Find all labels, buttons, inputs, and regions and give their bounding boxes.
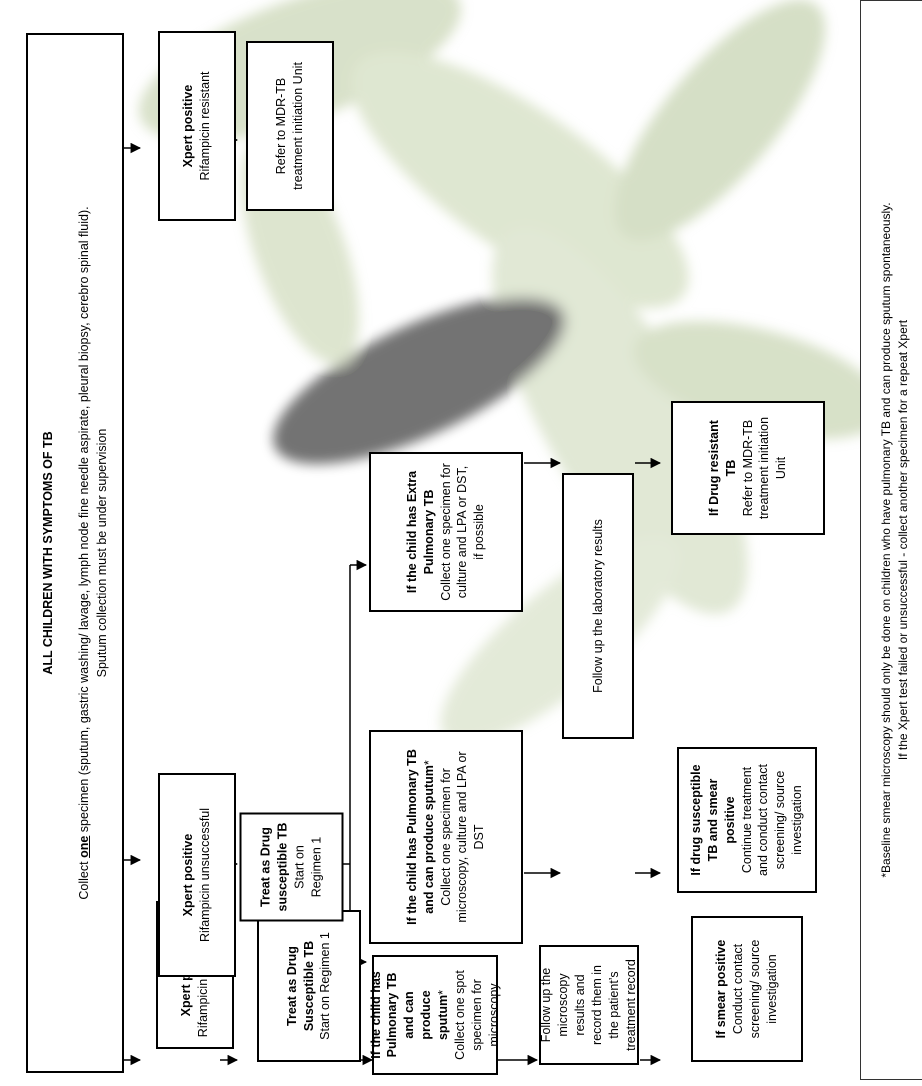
xpert-resistant-box: Xpert positive Rifampicin resistant [158,31,236,221]
treat-susceptible-body: Start on Regimen 1 [318,932,333,1040]
main-line1: Collect one specimen (sputum, gastric wa… [76,206,91,900]
follow-microscopy-box: Follow up the microscopy results and rec… [539,945,639,1065]
footnote-box: *Baseline smear microscopy should only b… [860,0,922,1080]
main-line1-emphasis: one [76,835,91,858]
extra-pulmonary-tb-title: If the child has Extra Pulmonary TB [404,470,436,594]
drug-susceptible-smear-body: Continue treatment and conduct contact s… [739,764,805,876]
refer-mdr-box: Refer to MDR-TB treatment initiation Uni… [246,41,334,211]
smear-positive-title: If smear positive [714,939,729,1039]
xpert-resistant-body: Rifampicin resistant [198,71,212,181]
drug-resistant-box: If Drug resistant TB Refer to MDR-TB tre… [671,401,825,535]
treat-susceptible-body-col2: Start on Regimen 1 [292,836,324,898]
pulmonary-tb-box-col2: If the child has Pulmonary TB and can pr… [369,730,523,944]
follow-microscopy-body: Follow up the microscopy results and rec… [539,959,638,1051]
smear-positive-body: Conduct contact screening/ source invest… [731,939,779,1039]
footnote-line2: If the Xpert test failed or unsuccessful… [896,319,910,761]
main-instruction-box: ALL CHILDREN WITH SYMPTOMS OF TB Collect… [26,33,124,1073]
xpert-resistant-title: Xpert positive [181,84,196,168]
main-line2: Sputum collection must be under supervis… [95,428,110,678]
treat-susceptible-title-col2: Treat as Drug susceptible TB [258,822,290,912]
pulmonary-tb-body-col2: Collect one specimen for microscopy, cul… [438,751,487,923]
pulmonary-tb-body-col1: Collect one spot specimen for microscopy [452,970,501,1060]
xpert-unsuccessful-box: Xpert positive Rifampicin unsuccessful [158,773,236,977]
smear-positive-box: If smear positive Conduct contact screen… [691,916,803,1062]
drug-resistant-body: Refer to MDR-TB treatment initiation Uni… [740,416,789,520]
extra-pulmonary-tb-body: Collect one specimen for culture and LPA… [438,463,487,601]
drug-susceptible-smear-title: If drug susceptible TB and smear positiv… [688,764,737,876]
treat-susceptible-box-col1: Treat as Drug Susceptible TB Start on Re… [257,910,361,1062]
drug-susceptible-smear-box: If drug susceptible TB and smear positiv… [677,747,817,893]
xpert-unsuccessful-body: Rifampicin unsuccessful [198,807,212,943]
follow-laboratory-box: Follow up the laboratory results [562,473,634,739]
extra-pulmonary-tb-box: If the child has Extra Pulmonary TB Coll… [369,452,523,612]
treat-susceptible-title: Treat as Drug Susceptible TB [284,940,316,1032]
main-title: ALL CHILDREN WITH SYMPTOMS OF TB [40,431,55,675]
pulmonary-tb-box-col1: If the child has Pulmonary TB and can pr… [369,955,501,1075]
footnote-line1: *Baseline smear microscopy should only b… [878,202,893,878]
treat-susceptible-box-col2: Treat as Drug susceptible TB Start on Re… [239,812,344,922]
refer-mdr-body: Refer to MDR-TB treatment initiation Uni… [274,62,305,190]
drug-resistant-title: If Drug resistant TB [706,420,738,516]
pulmonary-tb-title-col2: If the child has Pulmonary TB and can pr… [404,749,436,925]
xpert-unsuccessful-title: Xpert positive [181,833,196,917]
pulmonary-tb-title-col1: If the child has Pulmonary TB and can pr… [368,971,451,1059]
follow-laboratory-body: Follow up the laboratory results [590,519,605,693]
